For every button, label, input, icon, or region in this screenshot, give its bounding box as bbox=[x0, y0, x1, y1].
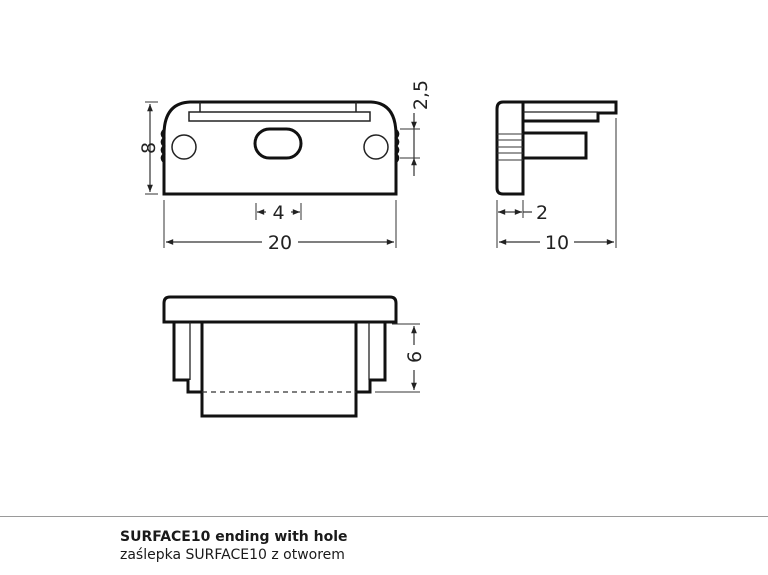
side-middle-leg bbox=[523, 131, 588, 160]
dim-hole-width-4: 4 bbox=[272, 202, 284, 224]
front-hole-left bbox=[171, 134, 197, 160]
caption: SURFACE10 ending with hole zaślepka SURF… bbox=[120, 528, 348, 564]
side-flange bbox=[495, 100, 525, 196]
front-hole-right bbox=[363, 134, 389, 160]
front-ribs-right bbox=[394, 129, 400, 163]
dim-side-spacing-2-5: 2,5 bbox=[410, 80, 432, 110]
dim-insert-height-6: 6 bbox=[404, 351, 426, 363]
caption-subtitle: zaślepka SURFACE10 z otworem bbox=[120, 547, 345, 563]
top-left-leg bbox=[172, 322, 202, 394]
front-ribs-left bbox=[160, 129, 166, 163]
front-center-oval-hole bbox=[253, 127, 303, 160]
top-right-leg bbox=[356, 322, 387, 394]
front-outline bbox=[162, 100, 398, 196]
side-view: 2 10 bbox=[495, 100, 618, 254]
top-cap bbox=[162, 295, 398, 324]
dim-height-8: 8 bbox=[138, 142, 160, 154]
top-insert-outline bbox=[200, 322, 358, 418]
front-view: 8 2,5 4 20 bbox=[138, 80, 432, 254]
technical-drawing: 8 2,5 4 20 bbox=[138, 80, 618, 418]
dim-flange-thickness-2: 2 bbox=[536, 202, 548, 224]
dim-depth-10: 10 bbox=[545, 232, 569, 254]
dim-width-20: 20 bbox=[268, 232, 292, 254]
caption-divider bbox=[0, 516, 768, 517]
side-top-arm bbox=[523, 100, 618, 123]
caption-title: SURFACE10 ending with hole bbox=[120, 529, 348, 545]
front-top-slot bbox=[188, 111, 371, 122]
top-view: 6 bbox=[162, 295, 426, 418]
